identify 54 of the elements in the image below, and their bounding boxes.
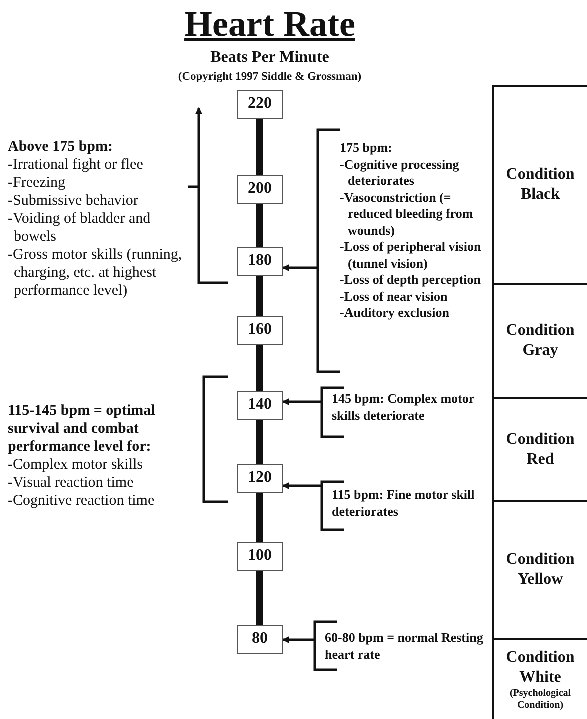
list-item: -Submissive behavior — [8, 192, 140, 210]
scale-line — [256, 204, 264, 247]
condition-cell — [492, 500, 587, 638]
arrow — [282, 264, 318, 272]
rate-box: 160 — [237, 316, 283, 345]
note-text: 145 bpm: Complex motor skills deteriorate — [332, 391, 476, 424]
heading: 175 bpm: — [340, 140, 394, 156]
condition-cell — [492, 283, 587, 397]
arrow — [282, 482, 322, 490]
condition-label: Condition Black — [505, 165, 576, 205]
scale-line — [256, 571, 264, 625]
list-item: -Complex motor skills — [8, 456, 144, 474]
list-item: -Auditory exclusion — [340, 305, 450, 322]
list-item: -Freezing — [8, 174, 66, 192]
list-item: -Visual reaction time — [8, 474, 135, 492]
list-item: -Cognitive reaction time — [8, 492, 156, 510]
scale-line — [256, 276, 264, 316]
rate-box: 140 — [237, 391, 283, 420]
heading: Above 175 bpm: — [8, 138, 114, 156]
rate-box: 200 — [237, 175, 283, 204]
list-item: -Cognitive processing deteriorates — [340, 156, 460, 190]
condition-label: Condition Gray — [505, 321, 576, 361]
copyright-note: (Copyright 1997 Siddle & Grossman) — [177, 70, 363, 84]
condition-note: (Psychological Condition) — [508, 688, 572, 712]
scale-line — [256, 345, 264, 391]
rate-box: 120 — [237, 464, 283, 493]
condition-label: Condition Red — [505, 430, 576, 470]
arrow — [188, 107, 202, 188]
scale-line — [256, 493, 264, 542]
list-item: -Loss of peripheral vision (tunnel vision) — [340, 239, 482, 272]
condition-cell — [492, 397, 587, 500]
title: Heart Rate — [184, 4, 356, 44]
heading: 115-145 bpm = optimal survival and combat performance level for: — [8, 402, 156, 456]
list-item: -Gross motor skills (running, charging, etc. at highest performance level) — [8, 246, 184, 300]
condition-label: Condition White — [505, 648, 576, 688]
scale-line — [256, 119, 264, 175]
list-item: -Voiding of bladder and bowels — [8, 210, 152, 246]
arrow — [282, 398, 322, 406]
rate-box: 80 — [237, 625, 283, 654]
condition-cell — [492, 85, 587, 283]
scale-line — [256, 420, 264, 464]
condition-cell — [492, 638, 587, 719]
rate-box: 180 — [237, 247, 283, 276]
note-text: 115 bpm: Fine motor skill deteriorates — [332, 487, 476, 520]
note-text: 60-80 bpm = normal Resting heart rate — [325, 630, 484, 663]
list-item: -Irrational fight or flee — [8, 156, 144, 174]
arrow — [282, 636, 315, 644]
rate-box: 100 — [237, 542, 283, 571]
rate-box: 220 — [237, 90, 283, 119]
list-item: -Loss of depth perception — [340, 272, 482, 288]
list-item: -Vasoconstriction (= reduced bleeding from wounds) — [340, 190, 474, 239]
list-item: -Loss of near vision — [340, 288, 449, 305]
subtitle: Beats Per Minute — [210, 48, 330, 67]
condition-label: Condition Yellow — [505, 550, 576, 590]
